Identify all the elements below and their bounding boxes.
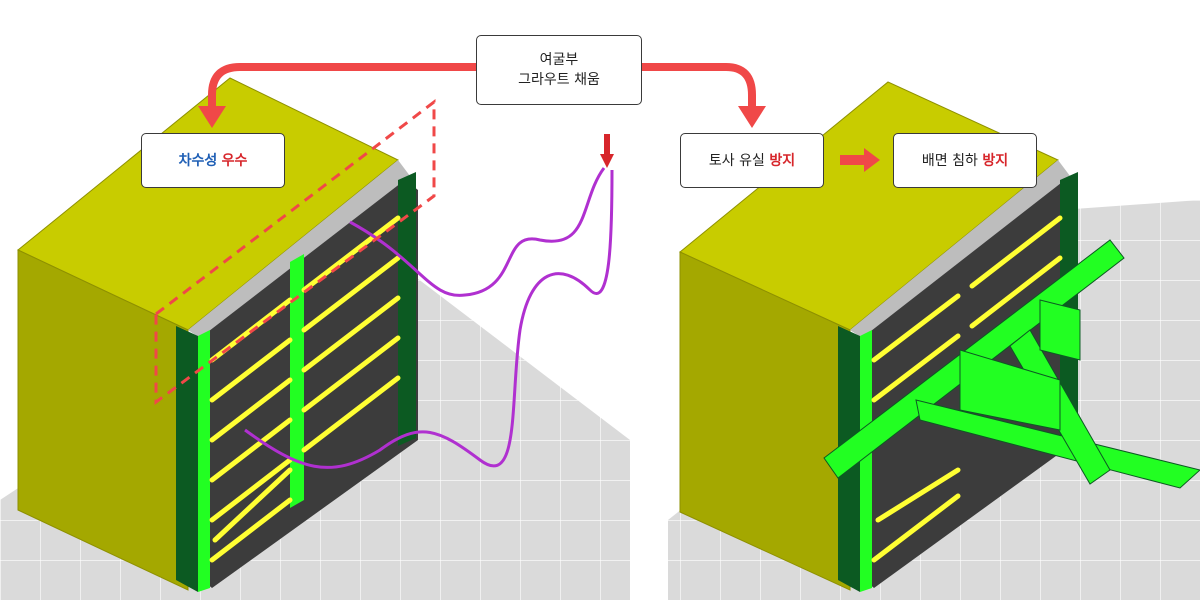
left-post-front-edge: [198, 330, 210, 592]
callout-soil-loss-emphasis: 방지: [769, 152, 796, 169]
arrow-head-right: [738, 106, 766, 128]
flow-arrow-icon: [208, 63, 756, 110]
callout-watertight-emphasis: 우수: [221, 152, 248, 169]
left-post-front: [176, 326, 198, 592]
grout-injection-arrow-icon: [600, 134, 614, 168]
right-wall-cap: [850, 160, 1070, 338]
left-wall-cap: [188, 160, 410, 338]
callout-settlement-text: 배면 침하: [921, 152, 978, 169]
callout-soil-loss-text: 토사 유실: [708, 152, 765, 169]
left-dashed-zone: [154, 98, 436, 405]
callout-grout-fill: 여굴부 그라우트 채움: [476, 35, 642, 105]
callout-soil-loss: 토사 유실 방지: [680, 133, 824, 188]
left-grout-pipe-a: [349, 167, 606, 297]
callout-grout-line1: 여굴부: [539, 52, 579, 68]
left-walers: [209, 215, 401, 563]
left-post-back: [398, 172, 416, 446]
left-post-mid: [290, 254, 304, 508]
mid-arrow-icon: [840, 148, 880, 172]
left-soil-face: [17, 249, 189, 591]
left-scene: [0, 77, 630, 600]
arrow-head-left: [198, 106, 226, 128]
right-soil-face: [679, 251, 851, 591]
callout-grout-line2: 그라우트 채움: [518, 72, 600, 88]
callout-settlement: 배면 침하 방지: [893, 133, 1037, 188]
callout-watertight-text: 차수성: [178, 152, 218, 169]
left-grout-pipe-b: [244, 169, 614, 469]
callout-settlement-emphasis: 방지: [982, 152, 1009, 169]
callout-watertight: 차수성 우수: [141, 133, 285, 188]
right-post-front-edge: [860, 330, 872, 592]
right-struts: [823, 239, 1200, 489]
